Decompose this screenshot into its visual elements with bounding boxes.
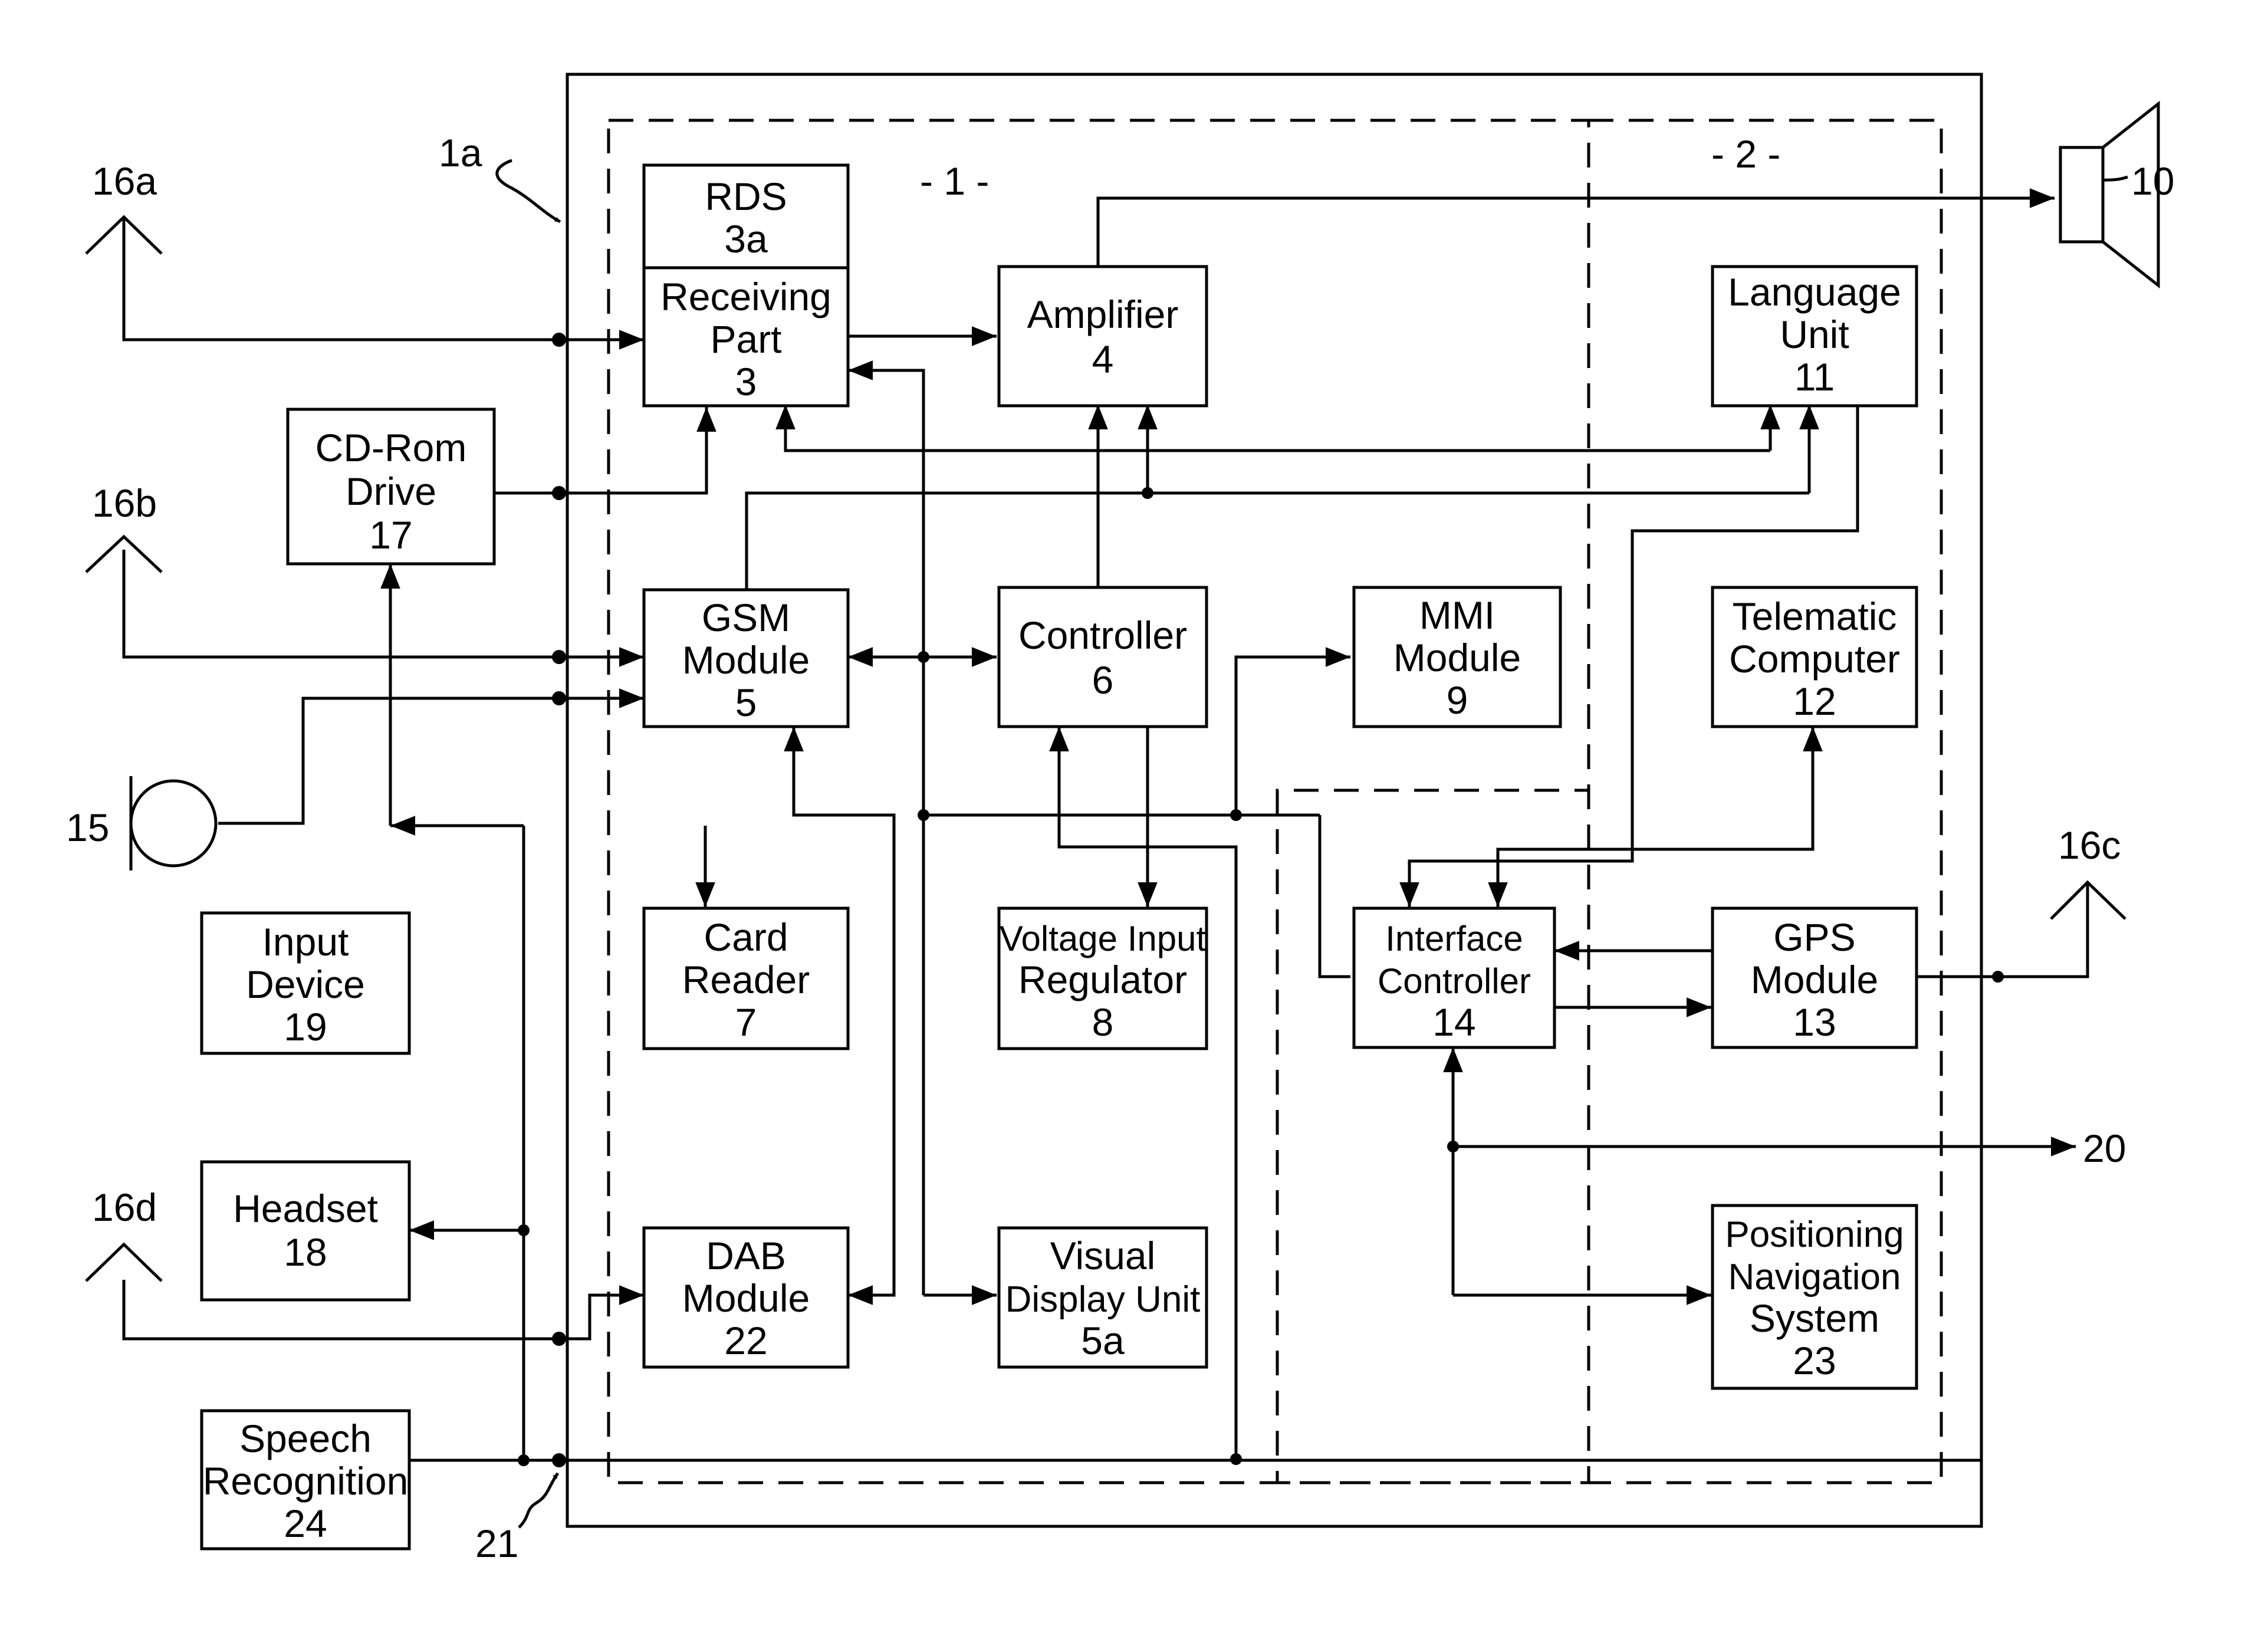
svg-text:5a: 5a — [1081, 1319, 1125, 1362]
svg-text:17: 17 — [369, 513, 412, 557]
svg-text:GSM: GSM — [702, 596, 790, 639]
block-controller: Controller 6 — [999, 587, 1207, 727]
label-region-1: - 1 - — [920, 159, 989, 203]
block-visual-display-unit: Visual Display Unit 5a — [999, 1228, 1207, 1367]
svg-text:Part: Part — [710, 317, 781, 361]
svg-text:Device: Device — [246, 963, 365, 1006]
svg-text:7: 7 — [735, 1000, 757, 1044]
svg-text:System: System — [1750, 1296, 1879, 1340]
block-dab-module: DAB Module 22 — [644, 1228, 848, 1367]
svg-text:Card: Card — [704, 915, 788, 959]
label-16b: 16b — [92, 481, 157, 525]
antenna-16d-icon — [86, 1244, 162, 1281]
svg-text:14: 14 — [1432, 1000, 1475, 1044]
block-headset: Headset 18 — [202, 1162, 409, 1300]
svg-text:Recognition: Recognition — [203, 1459, 409, 1503]
svg-text:22: 22 — [724, 1319, 767, 1362]
svg-text:12: 12 — [1793, 679, 1836, 723]
block-mmi-module: MMI Module 9 — [1354, 587, 1560, 727]
svg-text:Computer: Computer — [1729, 637, 1900, 681]
svg-text:MMI: MMI — [1419, 593, 1495, 637]
svg-text:Headset: Headset — [233, 1187, 378, 1230]
svg-text:Controller: Controller — [1378, 961, 1531, 1001]
svg-text:Module: Module — [682, 1276, 810, 1320]
svg-text:Voltage Input: Voltage Input — [1000, 919, 1207, 958]
svg-text:6: 6 — [1092, 658, 1114, 702]
svg-text:23: 23 — [1793, 1339, 1836, 1382]
svg-text:Controller: Controller — [1018, 613, 1187, 657]
svg-text:13: 13 — [1793, 1000, 1836, 1044]
block-voltage-input-regulator: Voltage Input Regulator 8 — [999, 908, 1207, 1049]
svg-text:5: 5 — [735, 681, 757, 724]
block-language-unit: Language Unit 11 — [1712, 267, 1917, 406]
block-speech-recognition: Speech Recognition 24 — [202, 1411, 409, 1549]
label-15: 15 — [66, 806, 109, 849]
label-16d: 16d — [92, 1185, 157, 1229]
svg-text:Speech: Speech — [239, 1417, 372, 1460]
svg-text:Display Unit: Display Unit — [1005, 1279, 1201, 1320]
microphone-icon — [131, 776, 216, 871]
block-interface-controller: Interface Controller 14 — [1354, 908, 1554, 1047]
block-positioning-navigation-system: Positioning Navigation System 23 — [1712, 1205, 1917, 1388]
svg-text:19: 19 — [284, 1005, 327, 1049]
svg-text:11: 11 — [1794, 355, 1835, 399]
block-gps-module: GPS Module 13 — [1712, 908, 1917, 1047]
svg-text:18: 18 — [284, 1230, 327, 1274]
svg-text:Unit: Unit — [1780, 313, 1849, 356]
label-region-2: - 2 - — [1711, 132, 1780, 176]
label-20: 20 — [2083, 1126, 2126, 1170]
svg-text:Navigation: Navigation — [1728, 1257, 1901, 1297]
svg-text:Module: Module — [1751, 958, 1878, 1001]
svg-text:DAB: DAB — [706, 1234, 786, 1277]
svg-text:4: 4 — [1092, 337, 1114, 381]
block-amplifier: Amplifier 4 — [999, 267, 1207, 406]
svg-text:9: 9 — [1447, 678, 1468, 722]
svg-text:Reader: Reader — [682, 958, 810, 1001]
svg-text:3a: 3a — [724, 217, 768, 261]
svg-text:Drive: Drive — [346, 469, 436, 513]
svg-text:3: 3 — [735, 360, 757, 403]
svg-text:Telematic: Telematic — [1733, 594, 1897, 638]
svg-text:CD-Rom: CD-Rom — [315, 426, 467, 469]
svg-text:Interface: Interface — [1385, 919, 1523, 958]
svg-text:Input: Input — [262, 920, 349, 964]
svg-text:Language: Language — [1728, 270, 1901, 314]
svg-text:Module: Module — [682, 638, 810, 682]
svg-text:Visual: Visual — [1050, 1234, 1156, 1277]
block-rds: RDS 3a — [644, 165, 848, 268]
svg-text:GPS: GPS — [1773, 915, 1855, 959]
label-1a: 1a — [439, 131, 482, 175]
svg-text:Positioning: Positioning — [1725, 1214, 1904, 1255]
block-cd-rom-drive: CD-Rom Drive 17 — [288, 409, 494, 564]
svg-text:Module: Module — [1393, 636, 1521, 679]
block-card-reader: Card Reader 7 — [644, 908, 848, 1049]
label-16c: 16c — [2058, 823, 2121, 867]
svg-text:24: 24 — [284, 1502, 327, 1545]
svg-text:RDS: RDS — [705, 175, 787, 218]
svg-text:8: 8 — [1092, 1000, 1114, 1044]
svg-text:Receiving: Receiving — [660, 275, 831, 318]
label-16a: 16a — [92, 159, 157, 203]
block-input-device: Input Device 19 — [202, 913, 409, 1053]
svg-text:Regulator: Regulator — [1018, 958, 1187, 1001]
block-receiving-part: Receiving Part 3 — [644, 268, 848, 406]
block-telematic-computer: Telematic Computer 12 — [1712, 587, 1917, 727]
label-21: 21 — [475, 1522, 518, 1565]
label-10: 10 — [2131, 159, 2174, 203]
block-gsm-module: GSM Module 5 — [644, 590, 848, 727]
svg-text:Amplifier: Amplifier — [1027, 293, 1179, 336]
